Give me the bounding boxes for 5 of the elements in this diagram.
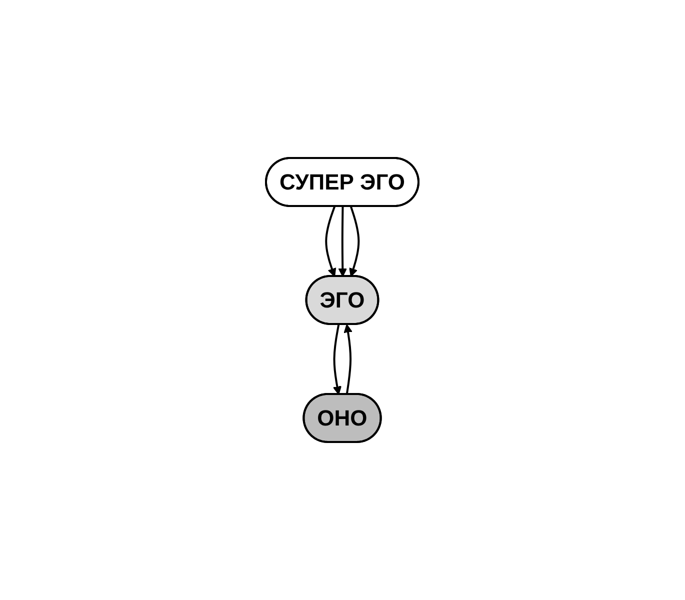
arrow [344,324,353,395]
arrow [349,206,360,277]
arrow [338,206,348,277]
arrow [333,324,342,395]
arrow [325,206,336,277]
